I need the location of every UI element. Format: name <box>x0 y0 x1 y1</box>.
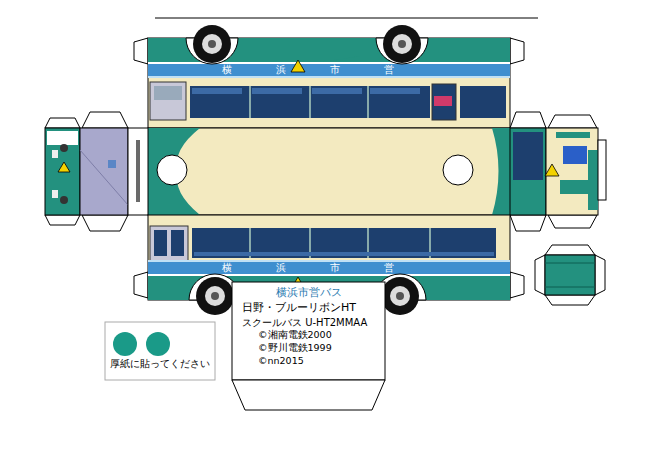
node-heading: 厚紙に貼ってください <box>107 357 213 371</box>
side-band-label: 横浜市営 <box>222 64 438 76</box>
side-band-label: 横浜市営 <box>222 262 438 274</box>
node-heading: 横浜市営バス <box>234 286 383 301</box>
node-line: ©nn2015 <box>234 355 383 368</box>
node-line: ©湘南電鉄2000 <box>234 329 383 342</box>
node-line: 日野・ブルーリボンHT <box>234 301 383 316</box>
info-tab: 横浜市営バス日野・ブルーリボンHTスクールバス U-HT2MMAA©湘南電鉄20… <box>234 286 383 368</box>
node-line: ©野川電鉄1999 <box>234 342 383 355</box>
node-line: スクールバス U-HT2MMAA <box>234 316 383 330</box>
glue-instruction: 厚紙に貼ってください <box>107 357 213 371</box>
